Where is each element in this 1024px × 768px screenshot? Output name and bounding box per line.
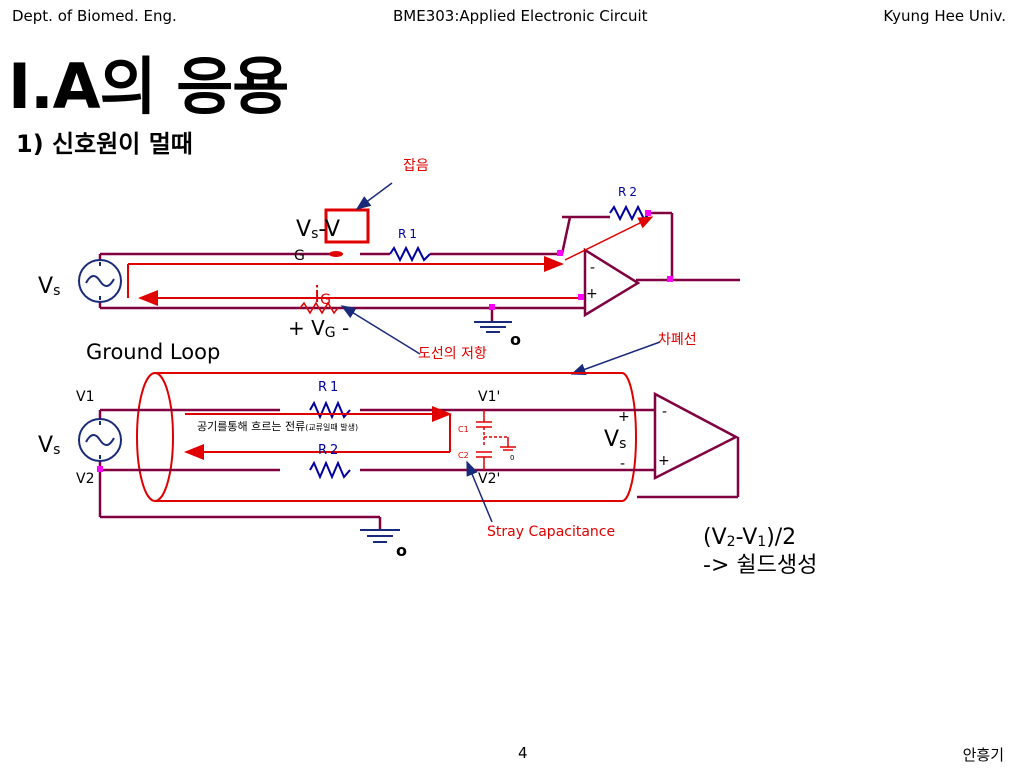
r2-resistor (609, 204, 651, 222)
ground-loop-label: Ground Loop (86, 340, 220, 364)
header-dept: Dept. of Biomed. Eng. (12, 7, 177, 25)
ac-source-top (78, 259, 122, 303)
vs-label-right: Vs (604, 427, 626, 452)
stray-arrow (466, 460, 493, 523)
node-ground (489, 304, 495, 310)
r1-resistor (389, 245, 431, 263)
vs-label-bottom: Vs (38, 433, 60, 458)
top-wires (98, 211, 740, 322)
current-loop (127, 256, 580, 306)
noise-label: 잡음 (403, 158, 429, 174)
r2-label-bottom: R2 (318, 443, 341, 458)
ig-label: iG (314, 283, 331, 308)
noise-arrow (355, 182, 393, 210)
node-minus (578, 294, 584, 300)
node-feedback (645, 210, 651, 216)
v2-prime-label: V2' (478, 471, 500, 487)
noise-point (329, 251, 343, 257)
bottom-circuit: V1 V2 Vs R1 R2 공기를통해 흐르는 전류(교류일때 발생) V1'… (38, 372, 817, 578)
footer-author: 안흥기 (962, 746, 1004, 764)
stray-capacitance-label: Stray Capacitance (487, 524, 615, 540)
shield-arrow (570, 341, 661, 376)
slide-subtitle: 1) 신호원이 멀때 (16, 130, 193, 158)
vs-label-top: Vs (38, 274, 60, 299)
c1-label: C1 (458, 425, 469, 434)
r1-label-bottom: R1 (318, 380, 341, 395)
ac-source-bottom (78, 418, 122, 462)
op-amp-1 (583, 247, 641, 318)
opamp2-plus-sign: + (658, 453, 670, 469)
stray-current-path (184, 406, 452, 460)
c2-label: C2 (458, 451, 469, 460)
v2-label: V2 (76, 471, 94, 487)
g-letter: G (294, 248, 305, 264)
opamp-minus-sign: - (590, 260, 595, 276)
resistance-arrow (340, 305, 421, 355)
v1-label: V1 (76, 389, 94, 405)
r2-resistor-bottom (309, 460, 351, 480)
bottom-wires (98, 408, 740, 530)
vs-noise-v: Vs-V (296, 217, 340, 242)
vg-label: + VG - (288, 316, 349, 341)
node-output (667, 276, 673, 282)
shield-label: 차폐선 (658, 332, 697, 348)
formula-label: (V2-V1)/2 (703, 525, 796, 550)
node-input (557, 250, 563, 256)
opamp2-minus-sign: - (662, 404, 667, 420)
opamp-plus-sign: + (586, 286, 598, 302)
page-number: 4 (518, 744, 528, 762)
wire-resistor (299, 301, 339, 315)
v1-prime-label: V1' (478, 389, 500, 405)
wire-resistance-label: 도선의 저항 (418, 346, 487, 362)
noise-box (324, 208, 370, 244)
slide-title: I.A의 응용 (8, 50, 289, 123)
stray-capacitors (476, 410, 516, 470)
zero-label: 0 (510, 454, 514, 462)
feedback-arrow (564, 216, 654, 261)
header-university: Kyung Hee Univ. (883, 7, 1006, 25)
ground-symbol-bottom (360, 529, 400, 543)
header-course: BME303:Applied Electronic Circuit (393, 7, 648, 25)
r2-label-top: R2 (618, 185, 640, 199)
ground-o-bottom: o (396, 541, 407, 560)
vs-plus-sign: + (618, 409, 630, 425)
shield-create-label: -> 쉴드생성 (703, 553, 817, 578)
top-circuit: 잡음 Vs-V G R1 R2 - + Vs iG + VG - 도선의 저항 … (38, 158, 740, 376)
current-note: 공기를통해 흐르는 전류(교류일때 발생) (197, 419, 358, 433)
r1-label-top: R1 (398, 227, 420, 241)
op-amp-2 (653, 391, 739, 481)
vs-minus-sign: - (620, 456, 625, 472)
ground-symbol-top (474, 321, 512, 333)
ground-o-top: o (510, 330, 521, 349)
node-v2 (97, 466, 103, 472)
shield-cylinder (136, 372, 637, 502)
